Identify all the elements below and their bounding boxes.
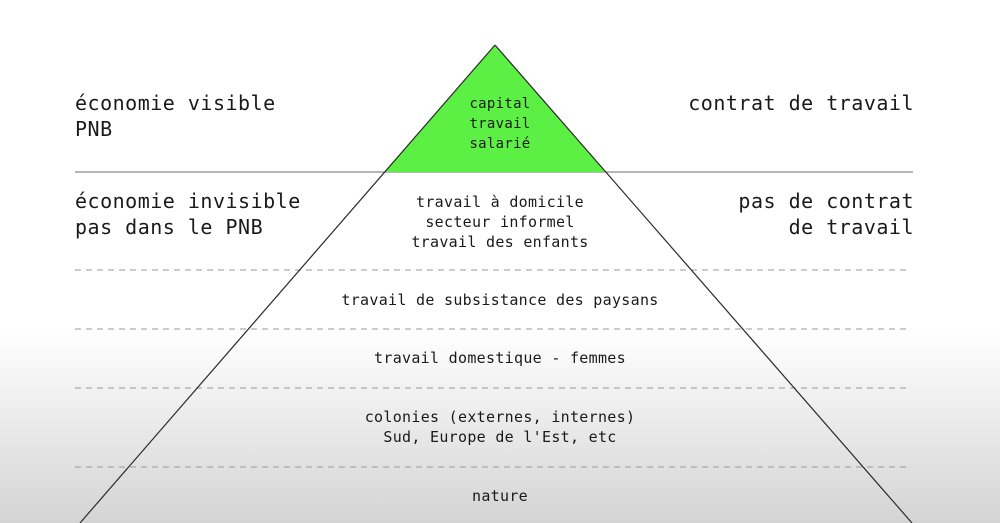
invisible-economy-line2: pas dans le PNB: [75, 215, 264, 239]
pyramid-apex: [385, 45, 606, 172]
tier-4-label: colonies (externes, internes) Sud, Europ…: [0, 407, 1000, 447]
invisible-economy-line1: économie invisible: [75, 189, 301, 213]
tier-1-line1: travail à domicile: [416, 193, 584, 211]
apex-label: capital travail salarié: [0, 94, 1000, 154]
tier-1-line2: secteur informel: [425, 213, 575, 231]
visible-economy-line1: économie visible: [75, 91, 276, 115]
tier-2-line1: travail de subsistance des paysans: [341, 291, 659, 309]
tier-3-label: travail domestique - femmes: [0, 348, 1000, 368]
no-contract-line1: pas de contrat: [738, 189, 914, 213]
contract-label: contrat de travail: [688, 90, 914, 116]
tier-1-line3: travail des enfants: [411, 233, 589, 251]
invisible-economy-label: économie invisible pas dans le PNB: [75, 188, 301, 240]
tier-4-line1: colonies (externes, internes): [364, 408, 636, 426]
tier-3-line1: travail domestique - femmes: [374, 349, 626, 367]
pyramid-right-edge: [494, 44, 913, 523]
tier-4-line2: Sud, Europe de l'Est, etc: [383, 428, 617, 446]
tier-1-label: travail à domicile secteur informel trav…: [0, 192, 1000, 252]
pyramid-left-edge: [79, 44, 496, 523]
contract-line1: contrat de travail: [688, 91, 914, 115]
visible-economy-line2: PNB: [75, 117, 113, 141]
tier-5-label: nature: [0, 486, 1000, 506]
visible-economy-label: économie visible PNB: [75, 90, 276, 142]
no-contract-label: pas de contrat de travail: [738, 188, 914, 240]
apex-line1: capital: [469, 96, 531, 112]
tier-5-line1: nature: [472, 487, 528, 505]
apex-line3: salarié: [469, 136, 531, 152]
apex-line2: travail: [469, 116, 531, 132]
tier-2-label: travail de subsistance des paysans: [0, 290, 1000, 310]
no-contract-line2: de travail: [788, 215, 914, 239]
